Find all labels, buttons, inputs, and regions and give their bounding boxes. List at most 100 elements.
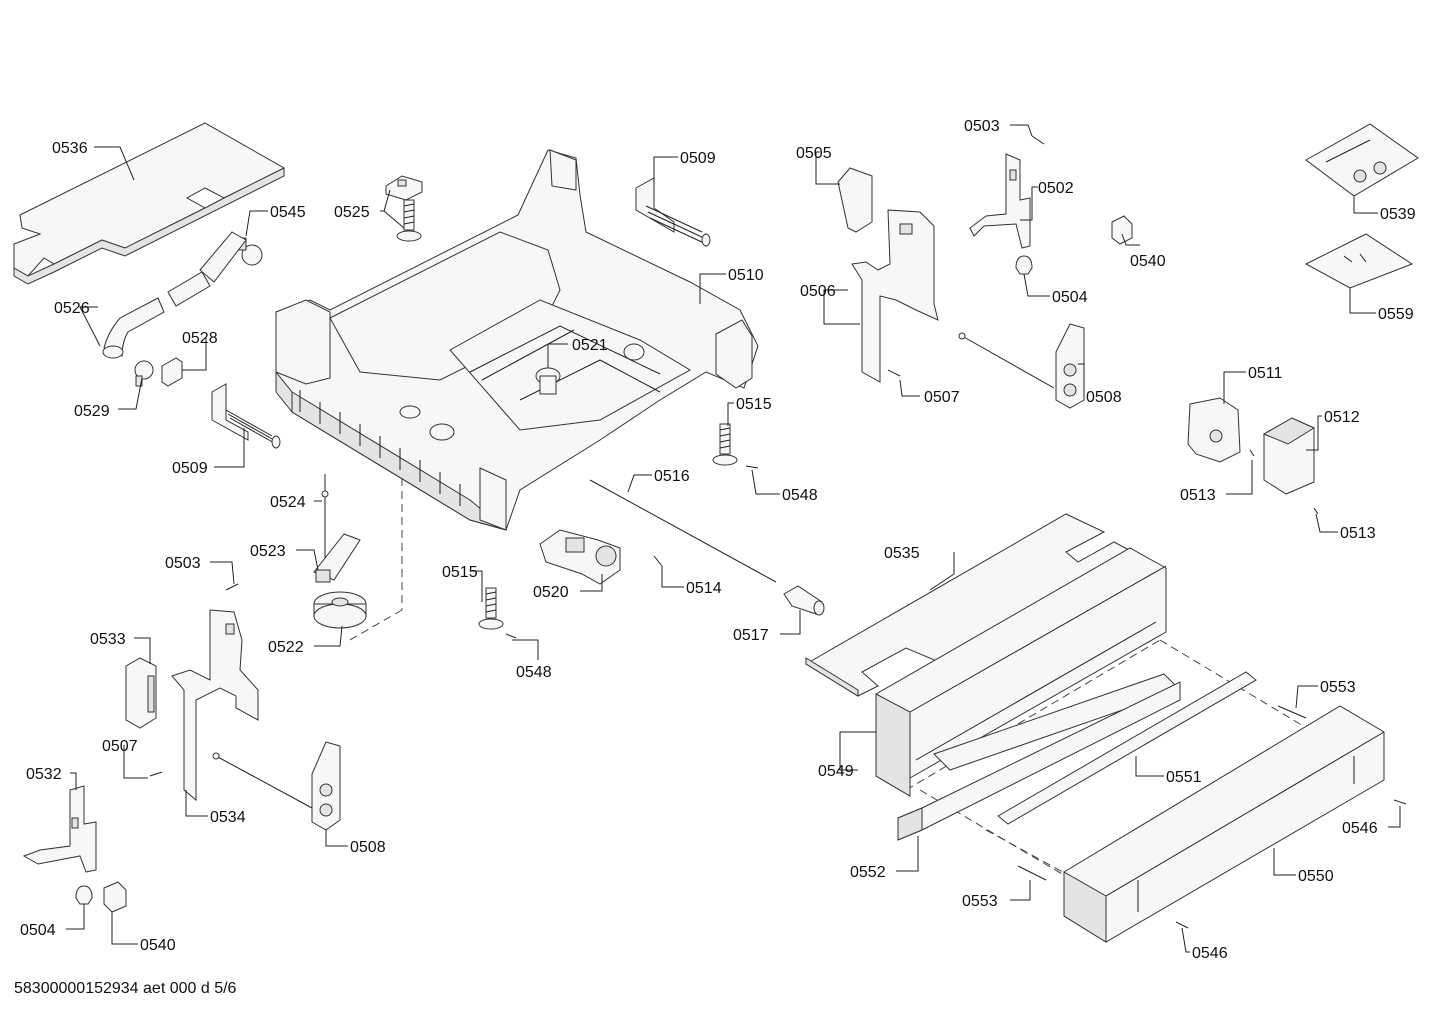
- document-footer-code: 58300000152934 aet 000 d 5/6: [14, 980, 237, 997]
- callout-0507-right: 0507: [924, 389, 960, 406]
- callout-0546-right: 0546: [1342, 820, 1378, 837]
- part-0504-clip-left: [75, 885, 93, 905]
- callout-0536: 0536: [52, 140, 88, 157]
- part-0511-bracket: [1187, 397, 1241, 463]
- callout-0512: 0512: [1324, 409, 1360, 426]
- part-0526-drain-hose: [102, 231, 247, 359]
- part-0513-screws: [1249, 449, 1319, 515]
- callout-0520: 0520: [533, 584, 569, 601]
- callout-0508-left: 0508: [350, 839, 386, 856]
- callout-0515-bottom: 0515: [442, 564, 478, 581]
- callout-0545: 0545: [270, 204, 306, 221]
- callout-0509-top: 0509: [680, 150, 716, 167]
- callout-0539: 0539: [1380, 206, 1416, 223]
- callout-0540-right: 0540: [1130, 253, 1166, 270]
- part-0546-screw-right: [1393, 799, 1407, 805]
- part-0503-screw-right: [1031, 135, 1045, 145]
- leader-lines: [66, 124, 1401, 953]
- callout-0552: 0552: [850, 864, 886, 881]
- callout-0506: 0506: [800, 283, 836, 300]
- callout-0524: 0524: [270, 494, 306, 511]
- part-0532-bracket: [22, 785, 97, 873]
- part-0550-kickplate: [1063, 705, 1385, 943]
- callout-0516: 0516: [654, 468, 690, 485]
- part-0509-spring-top: [635, 177, 711, 247]
- callout-0521: 0521: [572, 337, 608, 354]
- callout-0511: 0511: [1248, 365, 1283, 382]
- part-0525-foot: [385, 175, 423, 242]
- part-0540-clip-right: [1111, 215, 1133, 245]
- callout-0525: 0525: [334, 204, 370, 221]
- callout-0548-top: 0548: [782, 487, 818, 504]
- callout-0553-bottom: 0553: [962, 893, 998, 910]
- part-0528-clip: [161, 357, 183, 387]
- part-0523-lever: [313, 533, 361, 583]
- callout-0534: 0534: [210, 809, 246, 826]
- callout-0528: 0528: [182, 330, 218, 347]
- part-0536-insulation-mat: [13, 122, 286, 285]
- callout-0514: 0514: [686, 580, 722, 597]
- callout-0513-left: 0513: [1180, 487, 1216, 504]
- part-0552-bar: [897, 681, 1181, 841]
- part-0517-knob: [783, 585, 825, 616]
- part-0509-spring-left: [211, 383, 281, 449]
- part-0520-valve: [539, 529, 621, 585]
- callout-0515-top: 0515: [736, 396, 772, 413]
- part-0508-switch-right: [958, 323, 1085, 409]
- part-0529-clamp: [134, 360, 154, 387]
- callout-0502: 0502: [1038, 180, 1074, 197]
- callout-0551: 0551: [1166, 769, 1202, 786]
- part-0553-screw-bottom: [1017, 865, 1047, 881]
- callout-0549: 0549: [818, 763, 854, 780]
- callout-0546-bottom: 0546: [1192, 945, 1228, 962]
- callout-0553-top: 0553: [1320, 679, 1356, 696]
- part-0522-float: [313, 591, 367, 629]
- part-0549-kickplate-frame: [875, 547, 1167, 797]
- part-0548-screw-top: [745, 465, 759, 469]
- callout-0510: 0510: [728, 267, 764, 284]
- part-0548-screw-bottom: [505, 633, 517, 639]
- part-0540-clip-left: [103, 881, 127, 913]
- callout-0532: 0532: [26, 766, 62, 783]
- part-0502-bracket: [969, 153, 1031, 249]
- callout-0508-right: 0508: [1086, 389, 1122, 406]
- callout-labels: 0536 0545 0525 0526 0528 0529 0509 0509 …: [20, 118, 1416, 962]
- part-0505-cover: [837, 167, 873, 233]
- callout-0535: 0535: [884, 545, 920, 562]
- callout-0526: 0526: [54, 300, 90, 317]
- part-0551-rail: [997, 671, 1257, 825]
- part-0546-screw-bottom: [1175, 921, 1189, 929]
- part-0534-bracket: [171, 609, 259, 802]
- part-base-tub: [275, 149, 759, 531]
- callout-0523: 0523: [250, 543, 286, 560]
- part-0514-screw: [653, 555, 663, 567]
- callout-0507-left: 0507: [102, 738, 138, 755]
- part-0515-screw-top: [712, 423, 738, 466]
- part-0506-bracket: [851, 209, 939, 383]
- part-0504-clip-right: [1015, 255, 1033, 275]
- callout-0548-bottom: 0548: [516, 664, 552, 681]
- part-0508-switch-left: [212, 741, 341, 831]
- callout-0513-right: 0513: [1340, 525, 1376, 542]
- callout-0540-left: 0540: [140, 937, 176, 954]
- part-0539-parts-bag: [1305, 123, 1419, 197]
- part-0507-screw-right: [887, 369, 901, 377]
- callout-0529: 0529: [74, 403, 110, 420]
- callout-0505: 0505: [796, 145, 832, 162]
- callout-0509-left: 0509: [172, 460, 208, 477]
- callout-0559: 0559: [1378, 306, 1414, 323]
- part-0515-screw-bottom: [478, 587, 504, 630]
- part-0512-cover: [1262, 417, 1316, 495]
- callout-0517: 0517: [733, 627, 769, 644]
- callout-0504-left: 0504: [20, 922, 56, 939]
- callout-0503-left: 0503: [165, 555, 201, 572]
- callout-0504-right: 0504: [1052, 289, 1088, 306]
- part-0533-cover: [125, 657, 157, 729]
- callout-0533: 0533: [90, 631, 126, 648]
- callout-0522: 0522: [268, 639, 304, 656]
- callout-0503-right: 0503: [964, 118, 1000, 135]
- part-0503-screw-left: [225, 583, 239, 591]
- part-0516-rod: [589, 479, 777, 583]
- callout-0550: 0550: [1298, 868, 1334, 885]
